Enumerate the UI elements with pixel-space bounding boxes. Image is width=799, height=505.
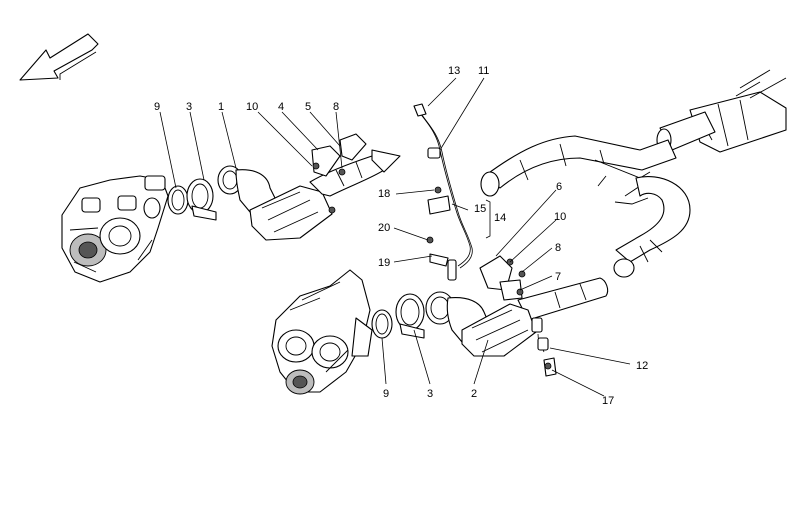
callout-10-upper: 10 <box>246 101 258 113</box>
callout-8-upper: 8 <box>333 101 339 113</box>
callout-14: 14 <box>494 212 506 224</box>
front-pipe-lower <box>517 277 609 321</box>
callout-20: 20 <box>378 222 390 234</box>
callout-19: 19 <box>378 257 390 269</box>
brackets-lower <box>479 255 526 301</box>
catalytic-converter-lower <box>425 291 537 357</box>
callout-4: 4 <box>278 101 284 113</box>
callout-13: 13 <box>448 65 460 77</box>
clamp-upper <box>186 178 217 221</box>
callout-8-lower: 8 <box>555 242 561 254</box>
direction-arrow-icon <box>19 33 99 81</box>
callout-12: 12 <box>636 360 648 372</box>
callout-7: 7 <box>555 271 561 283</box>
callout-11: 11 <box>478 65 489 77</box>
callout-18: 18 <box>378 188 390 200</box>
bracket-14 <box>485 199 491 239</box>
rear-muffler <box>656 69 787 153</box>
brackets-upper <box>311 133 367 214</box>
callout-9-upper: 9 <box>154 101 160 113</box>
callout-17: 17 <box>602 395 614 407</box>
turbocharger-lower <box>271 269 373 395</box>
callout-10-lower: 10 <box>554 211 566 223</box>
callout-1: 1 <box>218 101 224 113</box>
callout-6: 6 <box>556 181 562 193</box>
oxygen-sensor-lower <box>531 317 557 377</box>
intermediate-pipe-lower <box>613 176 691 278</box>
gasket-lower <box>371 309 393 339</box>
callout-5: 5 <box>305 101 311 113</box>
oxygen-sensor-upper <box>413 103 473 281</box>
leader-lines <box>159 77 631 397</box>
callout-labels: 9 3 1 10 4 5 8 13 11 18 15 14 20 19 6 10… <box>154 65 648 407</box>
callout-3-lower: 3 <box>427 388 433 400</box>
clamp-lower <box>395 293 425 339</box>
callout-2: 2 <box>471 388 477 400</box>
callout-15: 15 <box>474 203 486 215</box>
gasket-upper <box>167 185 189 215</box>
turbocharger-upper <box>61 175 169 283</box>
callout-9-lower: 9 <box>383 388 389 400</box>
catalytic-converter-upper <box>217 149 401 241</box>
callout-3-upper: 3 <box>186 101 192 113</box>
